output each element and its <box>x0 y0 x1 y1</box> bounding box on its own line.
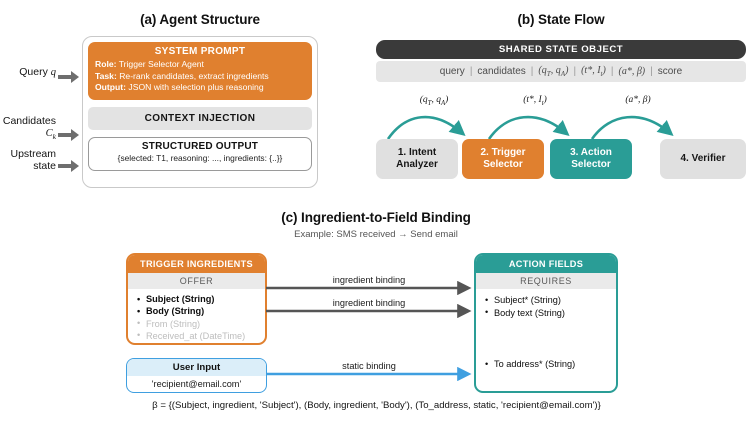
stage-box-intent-analyzer[interactable]: 1. Intent Analyzer <box>376 139 458 179</box>
state-field-separator: | <box>610 66 614 77</box>
shared-state-fields-row: query | candidates | (qT, qA) | (t*, It)… <box>376 61 746 82</box>
context-injection-box: CONTEXT INJECTION <box>88 107 312 130</box>
system-prompt-role-key: Role: <box>95 59 117 69</box>
structured-output-box: STRUCTURED OUTPUT {selected: T1, reasoni… <box>88 137 312 171</box>
system-prompt-task-value: Re-rank candidates, extract ingredients <box>119 70 269 81</box>
stage-label-line2: Selector <box>483 159 523 170</box>
list-item[interactable]: Body text (String) <box>485 306 616 320</box>
transition-label-1: (qT, qA) <box>419 95 449 107</box>
list-item[interactable]: Subject (String) <box>137 292 265 305</box>
structured-output-title: STRUCTURED OUTPUT <box>141 141 259 152</box>
stage-label-line1: 1. Intent <box>397 147 437 158</box>
action-fields-subheader: REQUIRES <box>476 273 616 289</box>
binding-arrows <box>266 280 472 382</box>
action-fields-header: ACTION FIELDS <box>476 255 616 273</box>
beta-formula: β = {(Subject, ingredient, 'Subject'), (… <box>152 400 601 411</box>
system-prompt-output-line: Output: JSON with selection plus reasoni… <box>95 82 305 94</box>
stage-box-action-selector[interactable]: 3. Action Selector <box>550 139 632 179</box>
user-input-header: User Input <box>127 359 266 376</box>
panel-b-title: (b) State Flow <box>517 12 605 27</box>
stage-label-line1: 2. Trigger <box>480 147 526 158</box>
state-field-candidates: candidates <box>477 66 526 77</box>
system-prompt-box: SYSTEM PROMPT Role: Trigger Selector Age… <box>88 42 312 100</box>
system-prompt-task-key: Task: <box>95 70 117 81</box>
stage-label-line1: 3. Action <box>570 147 612 158</box>
state-field-a-pair: (a*, β) <box>618 66 646 77</box>
binding-label-ingredient-1: ingredient binding <box>332 275 406 285</box>
system-prompt-title: SYSTEM PROMPT <box>154 46 246 57</box>
user-input-card: User Input 'recipient@email.com' <box>126 358 267 393</box>
panel-c-title: (c) Ingredient-to-Field Binding <box>281 210 471 225</box>
list-item[interactable]: From (String) <box>137 317 265 330</box>
state-field-separator: | <box>650 66 653 77</box>
action-fields-list: Subject* (String) Body text (String) <box>476 289 616 319</box>
transition-label-2: (t*, It) <box>523 95 547 107</box>
panel-a-title: (a) Agent Structure <box>140 12 260 27</box>
binding-label-static: static binding <box>342 361 396 371</box>
state-field-separator: | <box>530 66 534 77</box>
state-field-q-pair: (qT, qA) <box>538 65 569 78</box>
trigger-ingredients-list: Subject (String) Body (String) From (Str… <box>128 289 265 342</box>
list-item[interactable]: Received_at (DateTime) <box>137 329 265 342</box>
stage-box-trigger-selector[interactable]: 2. Trigger Selector <box>462 139 544 179</box>
state-field-score: score <box>657 66 683 77</box>
shared-state-object-label: SHARED STATE OBJECT <box>498 44 624 55</box>
system-prompt-output-key: Output: <box>95 82 127 92</box>
list-item[interactable]: Body (String) <box>137 305 265 318</box>
shared-state-object-header: SHARED STATE OBJECT <box>376 40 746 59</box>
state-field-t-pair: (t*, It) <box>581 65 606 78</box>
user-input-value[interactable]: 'recipient@email.com' <box>151 379 242 389</box>
panel-c-subtitle: Example: SMS received → Send email <box>294 229 458 240</box>
trigger-ingredients-header: TRIGGER INGREDIENTS <box>128 255 265 273</box>
state-field-separator: | <box>573 66 577 77</box>
system-prompt-role-line: Role: Trigger Selector Agent <box>95 59 305 71</box>
stage-label-line1: 4. Verifier <box>680 153 726 164</box>
state-field-query: query <box>439 66 465 77</box>
list-item[interactable]: Subject* (String) <box>485 294 616 307</box>
stage-label-line2: Selector <box>571 159 611 170</box>
action-fields-card: ACTION FIELDS REQUIRES Subject* (String)… <box>474 253 618 393</box>
query-input-label: Query q <box>19 66 56 78</box>
stage-box-verifier[interactable]: 4. Verifier <box>660 139 746 179</box>
system-prompt-role-value: Trigger Selector Agent <box>118 59 204 69</box>
context-injection-label: CONTEXT INJECTION <box>144 113 256 124</box>
system-prompt-output-value: JSON with selection plus reasoning <box>128 82 264 92</box>
trigger-ingredients-subheader: OFFER <box>128 273 265 289</box>
system-prompt-task-line: Task: Re-rank candidates, extract ingred… <box>95 71 305 83</box>
action-field-to-address[interactable]: To address* (String) <box>485 359 575 370</box>
state-field-separator: | <box>469 66 473 77</box>
transition-label-3: (a*, β) <box>625 95 651 105</box>
state-flow-arrows <box>386 115 674 140</box>
binding-label-ingredient-2: ingredient binding <box>332 298 406 308</box>
stage-label-line2: Analyzer <box>396 159 438 170</box>
trigger-ingredients-card: TRIGGER INGREDIENTS OFFER Subject (Strin… <box>126 253 267 345</box>
structured-output-body: {selected: T1, reasoning: ..., ingredien… <box>117 153 283 163</box>
